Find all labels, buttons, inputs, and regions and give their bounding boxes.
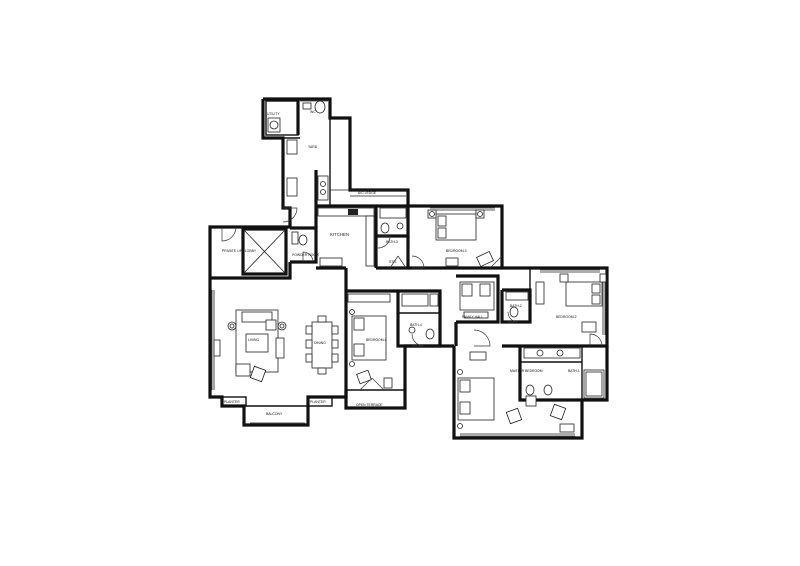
label-living: LIVING: [248, 338, 259, 342]
label-planter-left: PLANTER: [224, 400, 240, 404]
ledge-details: [300, 100, 408, 197]
label-utility: UTILITY: [267, 112, 280, 116]
label-bedroom-4: BEDROOM-4: [366, 338, 387, 342]
label-bath-4: BATH-4: [410, 323, 422, 327]
label-bedroom-2: BEDROOM-2: [556, 315, 577, 319]
label-yard: YARD: [308, 145, 318, 149]
label-private-lift-lobby: PRIVATE LIFT LOBBY: [222, 249, 257, 253]
label-planter-right: PLANTER: [310, 400, 326, 404]
label-bedroom-3: BEDROOM-3: [446, 249, 467, 253]
label-master-bedroom: MASTER BEDROOM: [510, 369, 543, 373]
label-wc: WC: [310, 110, 316, 114]
label-dining: DINING: [314, 341, 326, 345]
label-bath-2: BATH-2: [510, 304, 522, 308]
label-open-terrace: OPEN TERRACE: [356, 403, 383, 407]
label-bath-1: BATH-1: [568, 369, 580, 373]
label-powder-room: POWDER ROOM: [292, 253, 319, 257]
label-store: STO.: [389, 260, 397, 264]
label-bath-3: BATH-3: [386, 240, 398, 244]
label-family-hall: FAMILY HALL: [462, 315, 483, 319]
label-balcony: BALCONY: [266, 412, 283, 416]
room-labels: UTILITY WC YARD A/C LEDGE KITCHEN BATH-3…: [222, 110, 580, 416]
doors: [221, 207, 603, 391]
label-kitchen: KITCHEN: [330, 232, 349, 237]
furniture: [213, 100, 607, 433]
label-ac-ledge: A/C LEDGE: [358, 191, 377, 195]
